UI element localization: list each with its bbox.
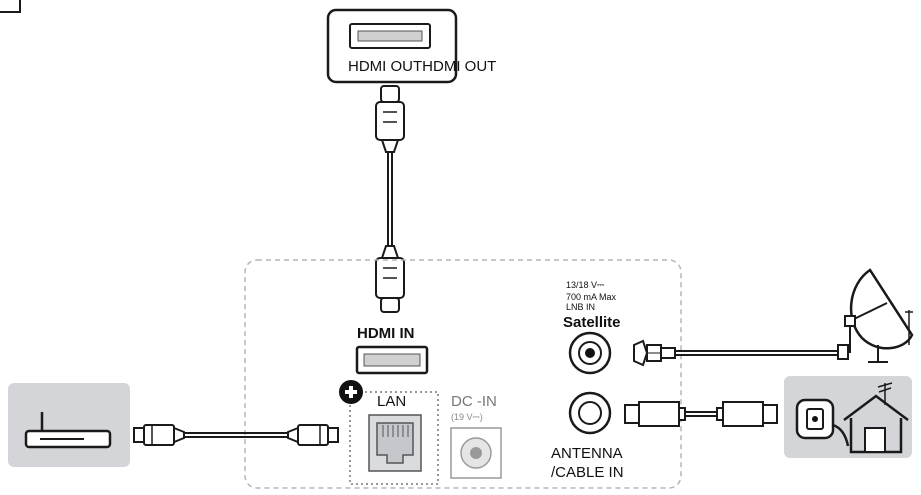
- wall-socket-icon: [795, 398, 850, 447]
- hdmi-out-label: HDMI OUTHDMI OUT: [348, 58, 496, 75]
- lnb-voltage-label: 13/18 V⎓: [566, 280, 604, 290]
- cable-in-label: /CABLE IN: [551, 464, 624, 481]
- dc-in-port[interactable]: [450, 427, 502, 479]
- wall-outlet-device: [784, 376, 912, 458]
- lan-label: LAN: [377, 393, 406, 410]
- dc-in-voltage-label: (19 V⎓): [451, 412, 483, 422]
- antenna-label: ANTENNA: [551, 445, 623, 462]
- rear-panel: [244, 259, 682, 489]
- router-icon: [24, 412, 112, 449]
- lan-port[interactable]: [368, 414, 422, 472]
- hdmi-in-port[interactable]: [355, 345, 429, 375]
- lnb-current-label: 700 mA Max: [566, 292, 617, 302]
- house-icon: [843, 382, 909, 454]
- satellite-dish-icon: [837, 268, 914, 363]
- lan-cable[interactable]: [133, 424, 339, 446]
- hdmi-cable[interactable]: [375, 85, 405, 313]
- hdmi-in-label: HDMI IN: [357, 325, 415, 342]
- corner-fragment: [0, 0, 21, 13]
- lnb-in-label: LNB IN: [566, 302, 595, 312]
- satellite-cable[interactable]: [633, 339, 838, 367]
- plus-icon: [339, 380, 363, 404]
- satellite-port[interactable]: [568, 331, 612, 375]
- satellite-label: Satellite: [563, 314, 621, 331]
- router-device: [8, 383, 130, 467]
- antenna-port[interactable]: [568, 391, 612, 435]
- antenna-cable[interactable]: [624, 401, 778, 427]
- source-device: HDMI OUTHDMI OUT: [326, 8, 496, 84]
- dc-in-label: DC -IN: [451, 393, 497, 410]
